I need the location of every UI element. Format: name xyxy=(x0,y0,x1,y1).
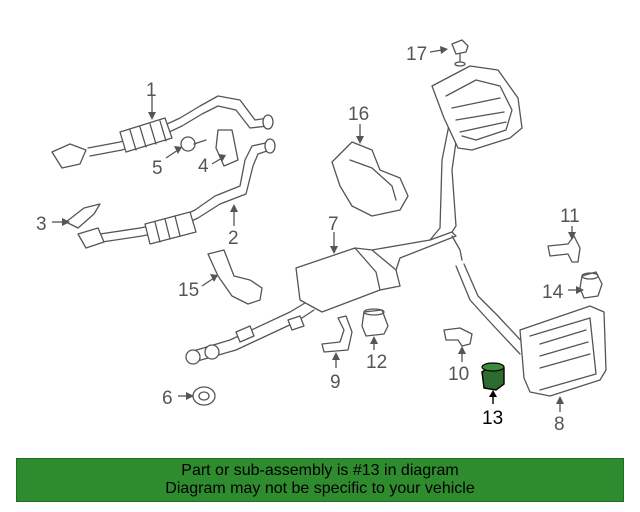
callout-5: 5 xyxy=(152,158,163,179)
callout-3: 3 xyxy=(36,214,47,235)
callout-12: 12 xyxy=(366,352,387,373)
part-6-clamp xyxy=(192,386,216,406)
part-8-rear-muffler xyxy=(455,263,607,397)
callout-16: 16 xyxy=(348,104,369,125)
callout-4: 4 xyxy=(198,156,209,177)
banner-line-2: Diagram may not be specific to your vehi… xyxy=(165,480,475,497)
callout-6: 6 xyxy=(162,388,173,409)
part-info-banner: Part or sub-assembly is #13 in diagram D… xyxy=(16,458,624,502)
rear-heat-shield xyxy=(431,65,523,151)
part-4-bracket xyxy=(215,129,239,167)
callout-14: 14 xyxy=(542,282,564,303)
part-1-front-pipe-upper xyxy=(51,95,274,169)
part-9-hanger-bracket xyxy=(321,315,353,353)
exhaust-system-diagram: 1 2 3 4 5 6 7 8 9 10 11 12 13 14 15 16 1… xyxy=(36,39,607,435)
part-7-muffler-pipe xyxy=(185,99,471,365)
callout-arrows xyxy=(52,46,584,412)
callout-11: 11 xyxy=(560,206,580,227)
callout-17: 17 xyxy=(406,44,427,65)
part-10-hanger-bracket xyxy=(443,327,473,347)
callout-1: 1 xyxy=(146,80,157,101)
part-14-isolator xyxy=(579,271,603,299)
callout-7: 7 xyxy=(328,214,339,235)
callout-2: 2 xyxy=(228,228,239,249)
part-5-nut xyxy=(180,136,207,152)
part-2-front-pipe-lower xyxy=(77,138,276,249)
callout-9: 9 xyxy=(330,372,341,393)
callout-15: 15 xyxy=(178,280,199,301)
part-17-bolt xyxy=(451,39,469,67)
part-3-gasket xyxy=(65,203,101,229)
part-12-isolator xyxy=(361,308,389,337)
part-16-heat-shield xyxy=(331,141,409,217)
banner-line-1: Part or sub-assembly is #13 in diagram xyxy=(181,462,459,479)
callout-10: 10 xyxy=(448,364,469,385)
callout-13: 13 xyxy=(482,408,503,429)
part-15-bracket xyxy=(207,249,263,305)
callout-8: 8 xyxy=(554,414,565,435)
part-11-hanger xyxy=(547,235,581,263)
part-13-isolator-highlighted xyxy=(481,362,505,391)
